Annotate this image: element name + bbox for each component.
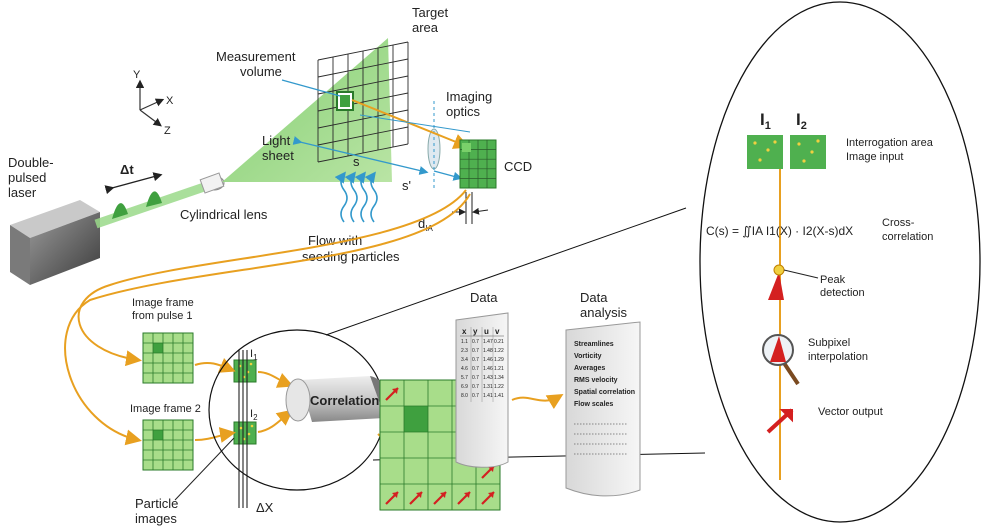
s-arrow <box>292 136 429 175</box>
svg-text:8.0: 8.0 <box>461 393 468 399</box>
d-ia-label: dIA <box>418 216 433 233</box>
svg-text:1.43: 1.43 <box>483 375 493 381</box>
svg-text:0.7: 0.7 <box>472 384 479 390</box>
magnifier-icon <box>762 334 800 386</box>
svg-text:1.29: 1.29 <box>494 357 504 363</box>
svg-text:y: y <box>473 327 478 336</box>
svg-text:1.48: 1.48 <box>483 348 493 354</box>
svg-text:Flow scales: Flow scales <box>574 401 613 408</box>
svg-text:1.46: 1.46 <box>483 357 493 363</box>
svg-text:1.47: 1.47 <box>483 339 493 345</box>
detail-i1-label: I1 <box>760 110 771 132</box>
svg-text:Spatial correlation: Spatial correlation <box>574 389 635 396</box>
detail-window-i2 <box>790 135 826 169</box>
analysis-sheet <box>565 321 641 497</box>
measurement-volume-label: Measurement volume <box>216 49 299 79</box>
svg-text:4.6: 4.6 <box>461 366 468 372</box>
cylindrical-lens <box>199 172 225 194</box>
peak-label: Peak detection <box>820 274 865 299</box>
axis-z-label: Z <box>164 125 171 137</box>
svg-text:x: x <box>462 327 467 336</box>
svg-text:1.34: 1.34 <box>494 375 504 381</box>
detail-window-i1 <box>747 135 783 169</box>
correlation-label: Correlation <box>310 393 379 408</box>
i1-label: I1 <box>250 348 258 362</box>
svg-text:1.41: 1.41 <box>494 393 504 399</box>
svg-text:0.7: 0.7 <box>472 393 479 399</box>
svg-text:1.31: 1.31 <box>483 384 493 390</box>
axis-y-label: Y <box>133 69 141 81</box>
svg-text:u: u <box>484 327 489 336</box>
target-area-label: Target area <box>412 5 452 35</box>
svg-text:2.3: 2.3 <box>461 348 468 354</box>
svg-text:Streamlines: Streamlines <box>574 341 614 348</box>
svg-text:Vorticity: Vorticity <box>574 353 602 360</box>
svg-text:1.41: 1.41 <box>483 393 493 399</box>
subpixel-label: Subpixel interpolation <box>808 337 868 363</box>
svg-text:5.7: 5.7 <box>461 375 468 381</box>
particle-images-label: Particle images <box>135 496 182 526</box>
svg-text:1.22: 1.22 <box>494 348 504 354</box>
svg-text:v: v <box>495 327 500 336</box>
cylindrical-lens-label: Cylindrical lens <box>180 207 268 222</box>
s-prime-arrow <box>433 170 463 181</box>
laser-box <box>10 200 100 285</box>
data-label: Data <box>470 290 498 305</box>
flow-arrows <box>334 171 378 223</box>
detail-i2-label: I2 <box>796 110 807 132</box>
interrogation-label: Interrogation area Image input <box>846 137 936 163</box>
svg-text:1.46: 1.46 <box>483 366 493 372</box>
svg-text:6.9: 6.9 <box>461 384 468 390</box>
light-sheet-label: Light sheet <box>262 133 294 163</box>
cross-correlation-label: Cross- correlation <box>882 217 933 243</box>
flow-label: Flow with seeding particles <box>302 233 400 264</box>
window-i1 <box>233 359 257 383</box>
formula: C(s) = ∬IA I1(X) · I2(X-s)dX <box>706 224 853 238</box>
svg-text:1.22: 1.22 <box>494 384 504 390</box>
image-frame-1 <box>142 332 194 384</box>
svg-text:3.4: 3.4 <box>461 357 468 363</box>
svg-text:0.7: 0.7 <box>472 366 479 372</box>
ccd-grid <box>459 139 497 189</box>
delta-t-arrow <box>104 172 163 195</box>
imaging-optics-label: Imaging optics <box>446 89 496 119</box>
frame2-label: Image frame 2 <box>130 403 201 415</box>
svg-text:0.7: 0.7 <box>472 357 479 363</box>
data-analysis-label: Data analysis <box>580 290 627 320</box>
laser-pulse-1 <box>112 203 128 219</box>
svg-text:0.7: 0.7 <box>472 339 479 345</box>
i2-label: I2 <box>250 408 258 422</box>
svg-text:1.21: 1.21 <box>494 366 504 372</box>
delta-x-label: ΔX <box>256 500 274 515</box>
laser-pulse-2 <box>146 191 162 207</box>
image-frame-2 <box>142 419 194 471</box>
frame1-label: Image frame from pulse 1 <box>132 297 197 322</box>
axis-x-label: X <box>166 95 174 107</box>
axes <box>135 79 165 127</box>
svg-text:0.7: 0.7 <box>472 375 479 381</box>
ccd-label: CCD <box>504 159 532 174</box>
delta-t-label: Δt <box>120 162 134 177</box>
svg-text:1.1: 1.1 <box>461 339 468 345</box>
svg-text:Averages: Averages <box>574 365 605 372</box>
svg-text:0.21: 0.21 <box>494 339 504 345</box>
vector-arrow-icon <box>766 408 794 434</box>
s-label: s <box>353 154 360 169</box>
svg-text:0.7: 0.7 <box>472 348 479 354</box>
vector-output-label: Vector output <box>818 406 883 418</box>
s-prime-label: s' <box>402 178 411 193</box>
svg-text:RMS velocity: RMS velocity <box>574 377 618 384</box>
detail-oval <box>699 1 981 523</box>
laser-label: Double- pulsed laser <box>8 155 57 200</box>
